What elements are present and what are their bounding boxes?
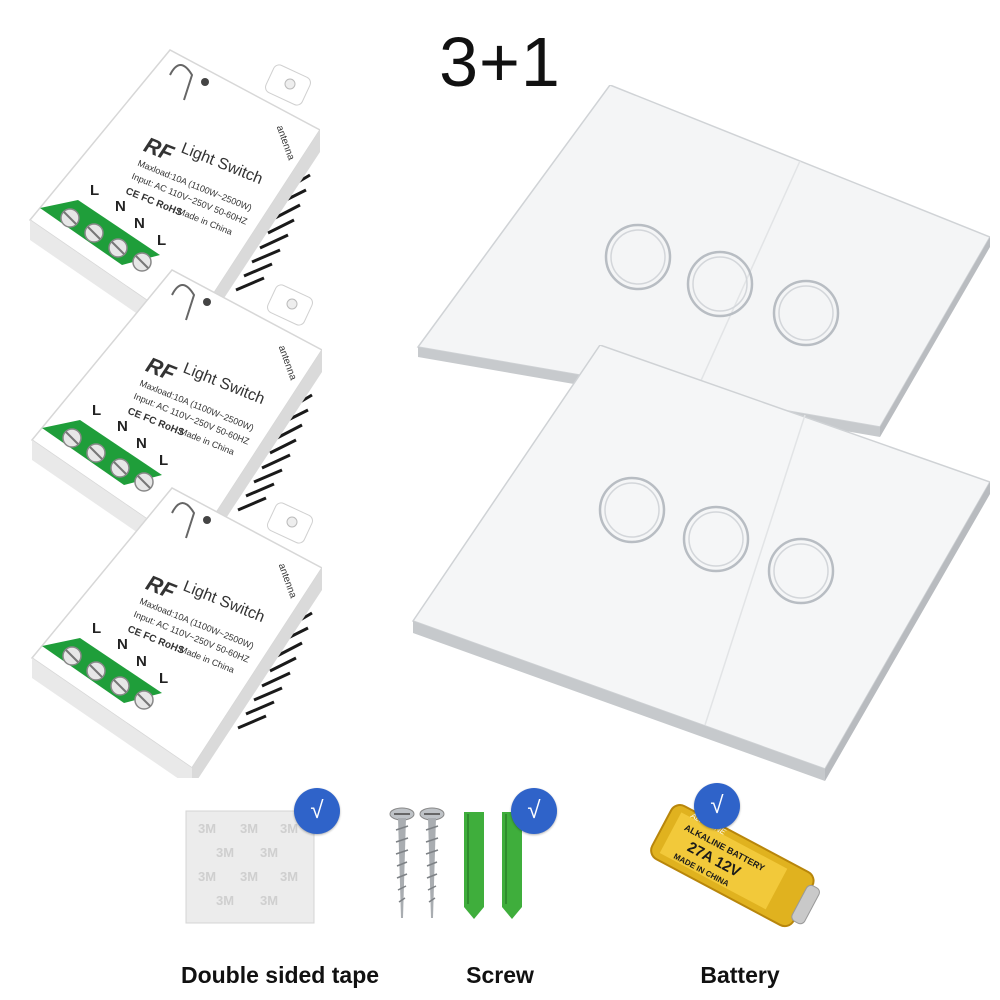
relay-module-2: RF Light Switch Maxload:10A (1100W~2500W… xyxy=(22,260,322,560)
svg-text:3M: 3M xyxy=(260,893,278,908)
svg-text:3M: 3M xyxy=(240,869,258,884)
terminal-label: N xyxy=(136,653,147,670)
check-icon: √ xyxy=(694,783,740,829)
relay-module-3: RF Light Switch Maxload:10A (1100W~2500W… xyxy=(22,478,322,778)
terminal-label: L xyxy=(92,620,102,637)
check-icon: √ xyxy=(294,788,340,834)
caption-double-sided-tape: Double sided tape xyxy=(180,962,380,988)
battery-image: ALKALINE BATTERY 27A 12V MADE IN CHINA A… xyxy=(650,804,820,928)
terminal-label: L xyxy=(90,182,100,199)
terminal-label: N xyxy=(117,418,128,435)
svg-text:3M: 3M xyxy=(260,845,278,860)
svg-text:3M: 3M xyxy=(240,821,258,836)
relay-module-1: RF Light Switch Maxload:10A (1100W~2500W… xyxy=(20,40,320,340)
svg-text:3M: 3M xyxy=(280,869,298,884)
touch-panel-back xyxy=(416,85,990,437)
svg-text:3M: 3M xyxy=(216,845,234,860)
terminal-label: N xyxy=(115,198,126,215)
svg-text:3M: 3M xyxy=(198,821,216,836)
svg-text:3M: 3M xyxy=(198,869,216,884)
check-icon: √ xyxy=(511,788,557,834)
terminal-label: N xyxy=(134,215,145,232)
svg-text:3M: 3M xyxy=(280,821,298,836)
svg-text:3M: 3M xyxy=(216,893,234,908)
screw-image xyxy=(389,807,522,919)
terminal-label: L xyxy=(92,402,102,419)
terminal-label: L xyxy=(157,232,167,249)
terminal-label: N xyxy=(117,636,128,653)
terminal-label: L xyxy=(159,452,169,469)
title: 3+1 xyxy=(439,23,561,101)
touch-panel-front xyxy=(411,345,990,781)
caption-screw: Screw xyxy=(466,962,534,988)
terminal-label: N xyxy=(136,435,147,452)
terminal-label: L xyxy=(159,670,169,687)
caption-battery: Battery xyxy=(700,962,780,988)
